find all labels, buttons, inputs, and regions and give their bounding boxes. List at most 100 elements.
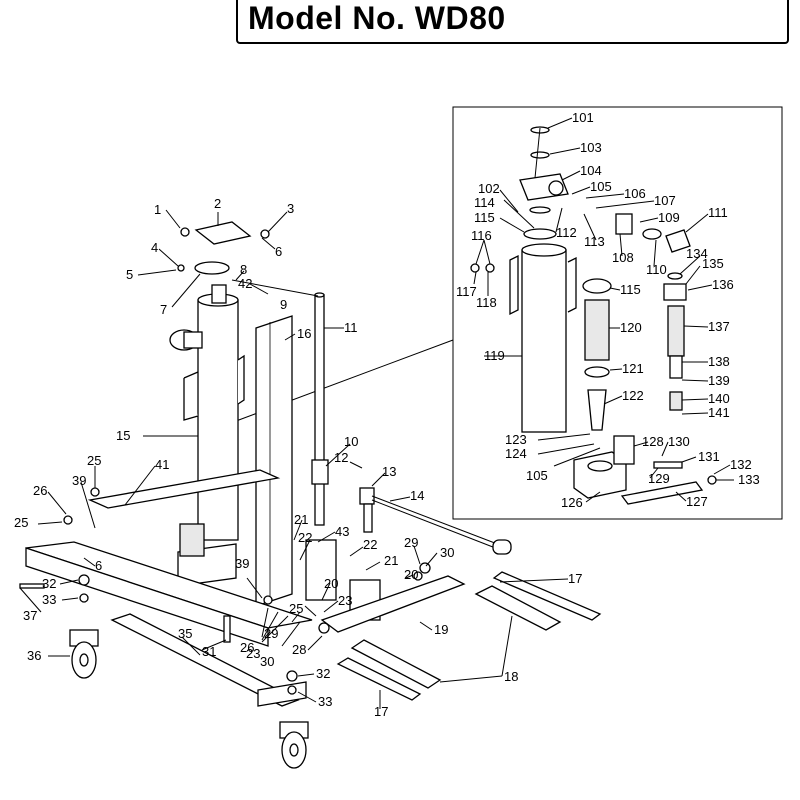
part-label: 140 [708, 391, 730, 406]
part-label: 133 [738, 472, 760, 487]
part-label: 9 [280, 297, 287, 312]
part-label: 33 [318, 694, 332, 709]
inset-frame [452, 106, 783, 520]
part-label: 105 [526, 468, 548, 483]
part-label: 17 [568, 571, 582, 586]
part-label: 20 [404, 567, 418, 582]
part-label: 21 [294, 512, 308, 527]
part-label: 127 [686, 494, 708, 509]
part-label: 13 [382, 464, 396, 479]
part-label: 113 [584, 234, 605, 249]
part-label: 101 [572, 110, 594, 125]
part-label: 107 [654, 193, 676, 208]
part-label: 104 [580, 163, 602, 178]
part-label: 35 [178, 626, 192, 641]
part-label: 1 [154, 202, 161, 217]
part-label: 2 [214, 196, 221, 211]
main-part-labels: 1 2 3 4 5 6 7 8 9 42 11 16 15 10 12 13 1… [14, 196, 582, 719]
part-label: 130 [668, 434, 690, 449]
part-label: 123 [505, 432, 527, 447]
part-label: 20 [324, 576, 338, 591]
part-label: 132 [730, 457, 752, 472]
part-label: 17 [374, 704, 388, 719]
part-label: 108 [612, 250, 634, 265]
inset-callout-line [211, 339, 454, 431]
part-label: 122 [622, 388, 644, 403]
part-label: 134 [686, 246, 708, 261]
part-label: 30 [260, 654, 274, 669]
part-label: 15 [116, 428, 130, 443]
part-label: 139 [708, 373, 730, 388]
part-label: 111 [708, 205, 728, 220]
part-label: 115 [474, 210, 495, 225]
part-label: 23 [338, 593, 352, 608]
part-label: 6 [95, 558, 102, 573]
part-label: 103 [580, 140, 602, 155]
model-title-box: Model No. WD80 [236, 0, 789, 44]
part-label: 124 [505, 446, 527, 461]
part-label: 22 [363, 537, 377, 552]
part-label: 29 [264, 626, 278, 641]
inset-parts-drawing [470, 126, 717, 505]
part-label: 32 [316, 666, 330, 681]
part-label: 117 [456, 284, 477, 299]
part-label: 115 [620, 282, 641, 297]
main-leader-lines [19, 209, 569, 709]
part-label: 26 [33, 483, 47, 498]
part-label: 18 [504, 669, 518, 684]
part-label: 106 [624, 186, 646, 201]
part-label: 102 [478, 181, 500, 196]
part-label: 42 [238, 276, 252, 291]
part-label: 4 [151, 240, 158, 255]
part-label: 31 [202, 644, 216, 659]
part-label: 21 [384, 553, 398, 568]
part-label: 30 [440, 545, 454, 560]
part-label: 105 [590, 179, 612, 194]
part-label: 110 [646, 262, 667, 277]
part-label: 5 [126, 267, 133, 282]
part-label: 16 [297, 326, 311, 341]
part-label: 109 [658, 210, 680, 225]
part-label: 39 [235, 556, 249, 571]
part-label: 138 [708, 354, 730, 369]
part-label: 14 [410, 488, 424, 503]
inset-part-labels: 101 103 104 105 106 107 102 114 115 112 … [456, 110, 760, 510]
part-label: 32 [42, 576, 56, 591]
part-label: 25 [14, 515, 28, 530]
part-label: 26 [240, 640, 254, 655]
part-label: 112 [556, 225, 577, 240]
part-label: 25 [289, 601, 303, 616]
part-label: 28 [292, 642, 306, 657]
part-label: 37 [23, 608, 37, 623]
part-label: 39 [72, 473, 86, 488]
part-label: 43 [335, 524, 349, 539]
model-title: Model No. WD80 [248, 0, 506, 36]
part-label: 114 [474, 195, 495, 210]
part-label: 10 [344, 434, 358, 449]
part-label: 131 [698, 449, 720, 464]
part-label: 141 [708, 405, 730, 420]
part-label: 41 [155, 457, 169, 472]
inset-leader-lines [473, 117, 734, 503]
part-label: 137 [708, 319, 730, 334]
part-label: 36 [27, 648, 41, 663]
part-label: 23 [246, 646, 260, 661]
part-label: 19 [434, 622, 448, 637]
part-label: 126 [561, 495, 583, 510]
part-label: 119 [484, 348, 505, 363]
main-assembly-drawing [19, 221, 602, 769]
part-label: 29 [404, 535, 418, 550]
part-label: 135 [702, 256, 724, 271]
part-label: 12 [334, 450, 348, 465]
part-label: 136 [712, 277, 734, 292]
part-label: 129 [648, 471, 670, 486]
part-label: 121 [622, 361, 644, 376]
part-label: 3 [287, 201, 294, 216]
part-label: 6 [275, 244, 282, 259]
part-label: 116 [471, 228, 492, 243]
part-label: 11 [344, 320, 358, 335]
part-label: 25 [87, 453, 101, 468]
part-label: 128 [642, 434, 664, 449]
part-label: 118 [476, 295, 497, 310]
